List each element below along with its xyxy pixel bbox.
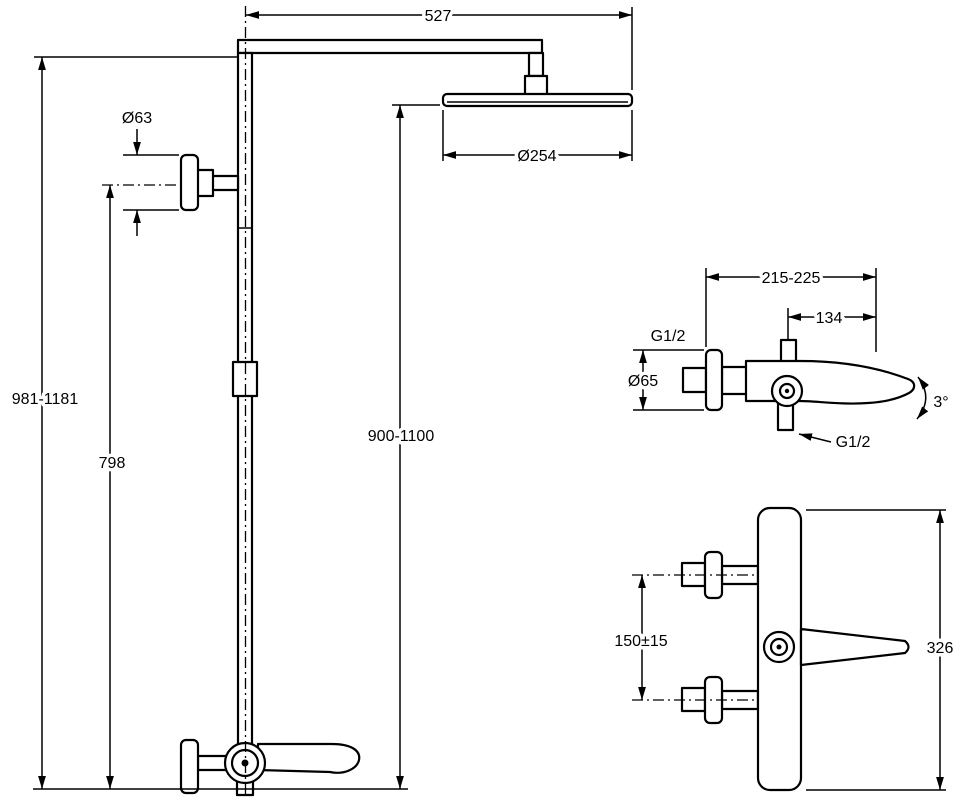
diverter-side-dot [784,388,790,394]
dim-riser-height: 798 [95,184,184,789]
label-spout-angle: 3° [916,376,952,420]
dim-label-inlet-spacing: 150±15 [614,633,667,650]
top-arm [236,38,544,55]
dim-spout-reach: 134 [787,307,876,341]
wall-union-side [681,366,708,394]
label-thread-bottom: G1/2 [798,431,874,455]
holder-rod [210,174,240,192]
mixer-body-plan [632,506,910,792]
dim-label-escutcheon-diameter: Ø65 [628,373,658,390]
mixer-spout-plan [799,627,910,667]
head-connector [523,74,549,97]
bath-spout [256,742,361,774]
body-neck [720,365,750,396]
label-thread-top: G1/2 [647,325,689,349]
dim-label-head-height: 900-1100 [368,428,435,445]
bath-spout-assembly [179,738,361,797]
dim-label-body-length: 326 [927,640,954,657]
holder-escutcheon [179,153,200,212]
dim-escutcheon-diameter: Ø65 [624,349,704,411]
diverter-plan-dot [776,644,782,650]
side-view: 215-225 134 G1/2 Ø65 3° G1/ [624,267,952,455]
arm-elbow [527,51,545,78]
dim-top-reach: 527 [246,5,633,90]
front-view: 527 Ø254 Ø63 981-1181 [8,5,634,797]
spout-rod [196,754,228,772]
dim-label-spout-angle: 3° [933,394,948,411]
dim-inlet-spacing: 150±15 [611,575,671,700]
dim-label-riser-height: 798 [99,455,126,472]
holder-hub [195,168,215,198]
angle-arc [916,376,929,420]
shower-head [441,92,634,108]
dim-label-total-height: 981-1181 [12,391,79,408]
dim-wall-to-spout: 215-225 [705,267,877,352]
dim-label-holder-diameter: Ø63 [122,110,152,127]
hand-shower-holder [179,153,240,212]
label-g12-top: G1/2 [651,328,686,345]
dim-holder-diameter: Ø63 [118,107,179,236]
label-g12-bottom: G1/2 [836,434,871,451]
dim-body-length: 326 [806,509,957,791]
spout-escutcheon [179,738,200,795]
dim-head-height: 900-1100 [364,104,440,789]
dim-showerhead-diameter: Ø254 [442,110,633,169]
plan-view: 150±15 326 [611,506,957,792]
dim-label-spout-reach: 134 [816,310,843,327]
dim-label-showerhead-diameter: Ø254 [517,148,556,165]
mixer-spout-side [744,359,916,405]
shower-column [231,38,549,747]
escutcheon-side [704,348,724,412]
dim-label-wall-to-spout: 215-225 [762,270,821,287]
top-port [779,338,798,365]
mixer-body-side [681,338,916,432]
dim-total-height: 981-1181 [8,56,237,789]
dim-label-top-reach: 527 [425,8,452,25]
shower-head-plate [441,92,634,108]
